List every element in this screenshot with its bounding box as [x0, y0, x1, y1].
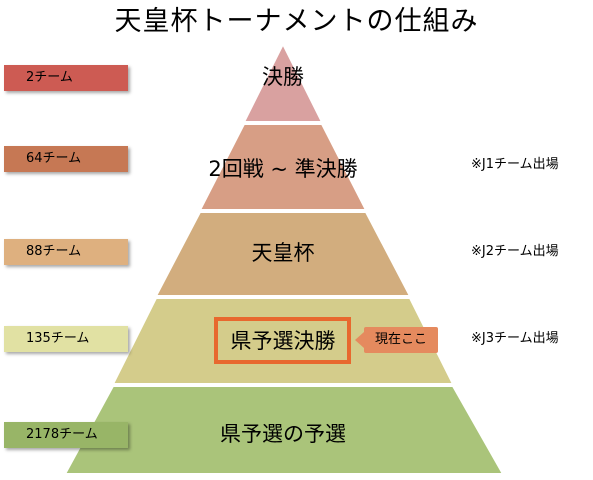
- current-stage-highlight: [214, 317, 351, 364]
- team-count-box: 88チーム: [4, 239, 128, 265]
- team-count-box: 2チーム: [4, 65, 128, 91]
- team-count-box: 64チーム: [4, 146, 128, 172]
- team-count-box: 2178チーム: [4, 422, 128, 448]
- entry-note: ※J3チーム出場: [471, 331, 559, 346]
- tier-prefectural-final-shape: [111, 297, 455, 385]
- tier-emperors-cup-shape: [154, 211, 412, 297]
- entry-note: ※J1チーム出場: [471, 157, 559, 172]
- team-count-box: 135チーム: [4, 326, 128, 352]
- tier-prefectural-qualifier-label: 県予選の予選: [220, 422, 346, 446]
- tier-final-shape: [242, 41, 324, 123]
- tier-round2-label: 2回戦 ~ 準決勝: [208, 157, 358, 181]
- current-position-callout: 現在ここ: [364, 327, 438, 353]
- tier-final-label: 決勝: [262, 65, 304, 89]
- tier-prefectural-final-label: 県予選決勝: [230, 329, 336, 353]
- callout-arrow: [355, 332, 364, 348]
- diagram-title: 天皇杯トーナメントの仕組み: [114, 6, 479, 37]
- tier-round2-shape: [198, 123, 368, 211]
- entry-note: ※J2チーム出場: [471, 244, 559, 259]
- tier-emperors-cup-label: 天皇杯: [251, 241, 315, 265]
